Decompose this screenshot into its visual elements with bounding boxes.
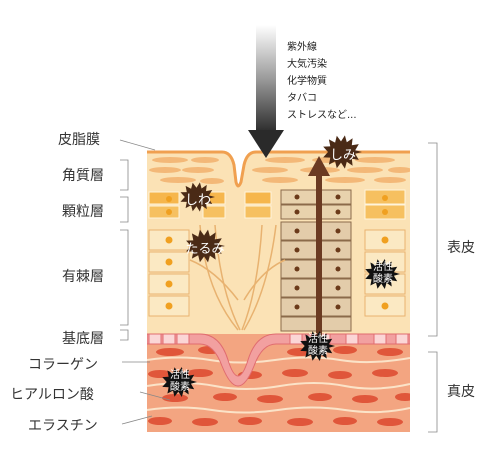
label-dermis: 真皮 [447, 384, 475, 400]
cell-nuclei-orange [165, 195, 389, 310]
melanin-dots [294, 194, 341, 310]
label-leaders [119, 139, 438, 433]
cause-tobacco: タバコ [287, 93, 317, 104]
uv-arrow [248, 25, 284, 158]
cause-air-pollution: 大気汚染 [287, 59, 327, 70]
wrinkle-badge-shape [180, 182, 215, 212]
badge-ros-1: 活性 酸素 [373, 262, 393, 285]
label-granular: 顆粒層 [62, 204, 104, 220]
badge-ros-2: 活性 酸素 [308, 334, 328, 357]
spot-arrow [308, 156, 330, 337]
label-spinous: 有棘層 [62, 269, 104, 285]
collagen-fibers [148, 346, 410, 426]
cause-stress: ストレスなど... [287, 110, 357, 121]
label-epidermis: 表皮 [447, 240, 475, 256]
ros-badge-shape-1 [365, 259, 400, 289]
basal-layer [147, 333, 410, 387]
label-stratum-corneum: 角質層 [62, 168, 104, 184]
cause-chemicals: 化学物質 [287, 76, 327, 87]
spot-badge-shape [323, 135, 362, 169]
label-hyaluronic: ヒアルロン酸 [10, 387, 94, 403]
label-sebum: 皮脂膜 [58, 132, 100, 148]
badge-spot: しみ [329, 148, 356, 163]
ros-badge-shape-3 [162, 367, 197, 397]
cause-uv: 紫外線 [287, 42, 317, 53]
label-elastin: エラスチン [28, 418, 98, 434]
sagging-badge-shape [186, 229, 225, 263]
badge-ros-3: 活性 酸素 [170, 370, 190, 393]
elastin-fibers [147, 356, 410, 414]
ros-badge-shape-2 [300, 331, 335, 361]
label-collagen: コラーゲン [28, 357, 98, 373]
badge-wrinkle: しわ [184, 193, 211, 208]
badge-sagging: たるみ [185, 242, 225, 257]
stratum-corneum-bands [149, 157, 410, 184]
label-basal: 基底層 [62, 331, 104, 347]
